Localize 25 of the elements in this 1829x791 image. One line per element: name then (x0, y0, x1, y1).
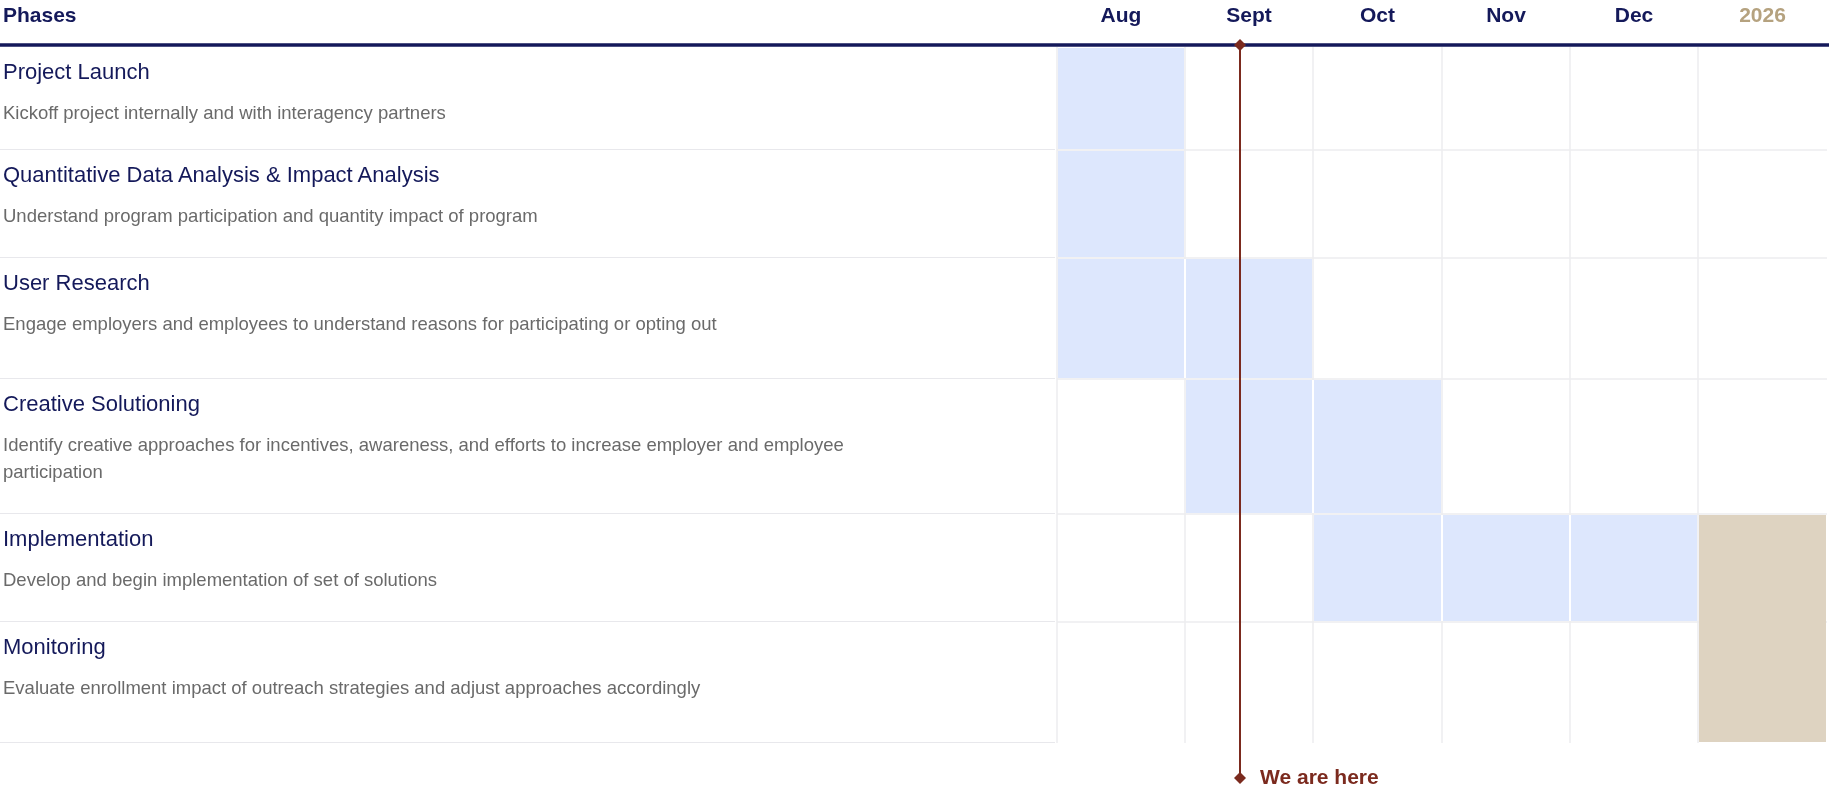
column-header: Aug (1099, 3, 1143, 27)
column-header: Sept (1225, 3, 1273, 27)
phase-title: Quantitative Data Analysis & Impact Analysis (3, 162, 440, 188)
schedule-bar (1058, 259, 1312, 378)
phase-description: Evaluate enrollment impact of outreach strategies and adjust approaches accordingly (3, 676, 702, 700)
marker-label: We are here (1260, 765, 1379, 789)
column-header: Nov (1485, 3, 1527, 27)
schedule-bar (1699, 515, 1826, 742)
phase-description: Engage employers and employees to understand reasons for participating or opting out (3, 312, 718, 336)
schedule-bar (1314, 515, 1697, 621)
phase-title: User Research (3, 270, 150, 296)
column-header: 2026 (1738, 3, 1787, 27)
phase-title: Creative Solutioning (3, 391, 200, 417)
phase-description: Kickoff project internally and with interagency partners (3, 101, 447, 125)
phase-title: Monitoring (3, 634, 106, 660)
phase-description: Identify creative approaches for incentives, awareness, and efforts to increase employer and employee participation (3, 433, 845, 484)
column-header: Dec (1613, 3, 1655, 27)
phase-description: Understand program participation and quantity impact of program (3, 204, 539, 228)
schedule-bar (1058, 48, 1184, 149)
column-header: Oct (1359, 3, 1396, 27)
schedule-bar (1186, 380, 1441, 513)
phase-title: Implementation (3, 526, 154, 552)
phase-title: Project Launch (3, 59, 150, 85)
column-header: Phases (3, 3, 77, 27)
phase-description: Develop and begin implementation of set of solutions (3, 568, 438, 592)
